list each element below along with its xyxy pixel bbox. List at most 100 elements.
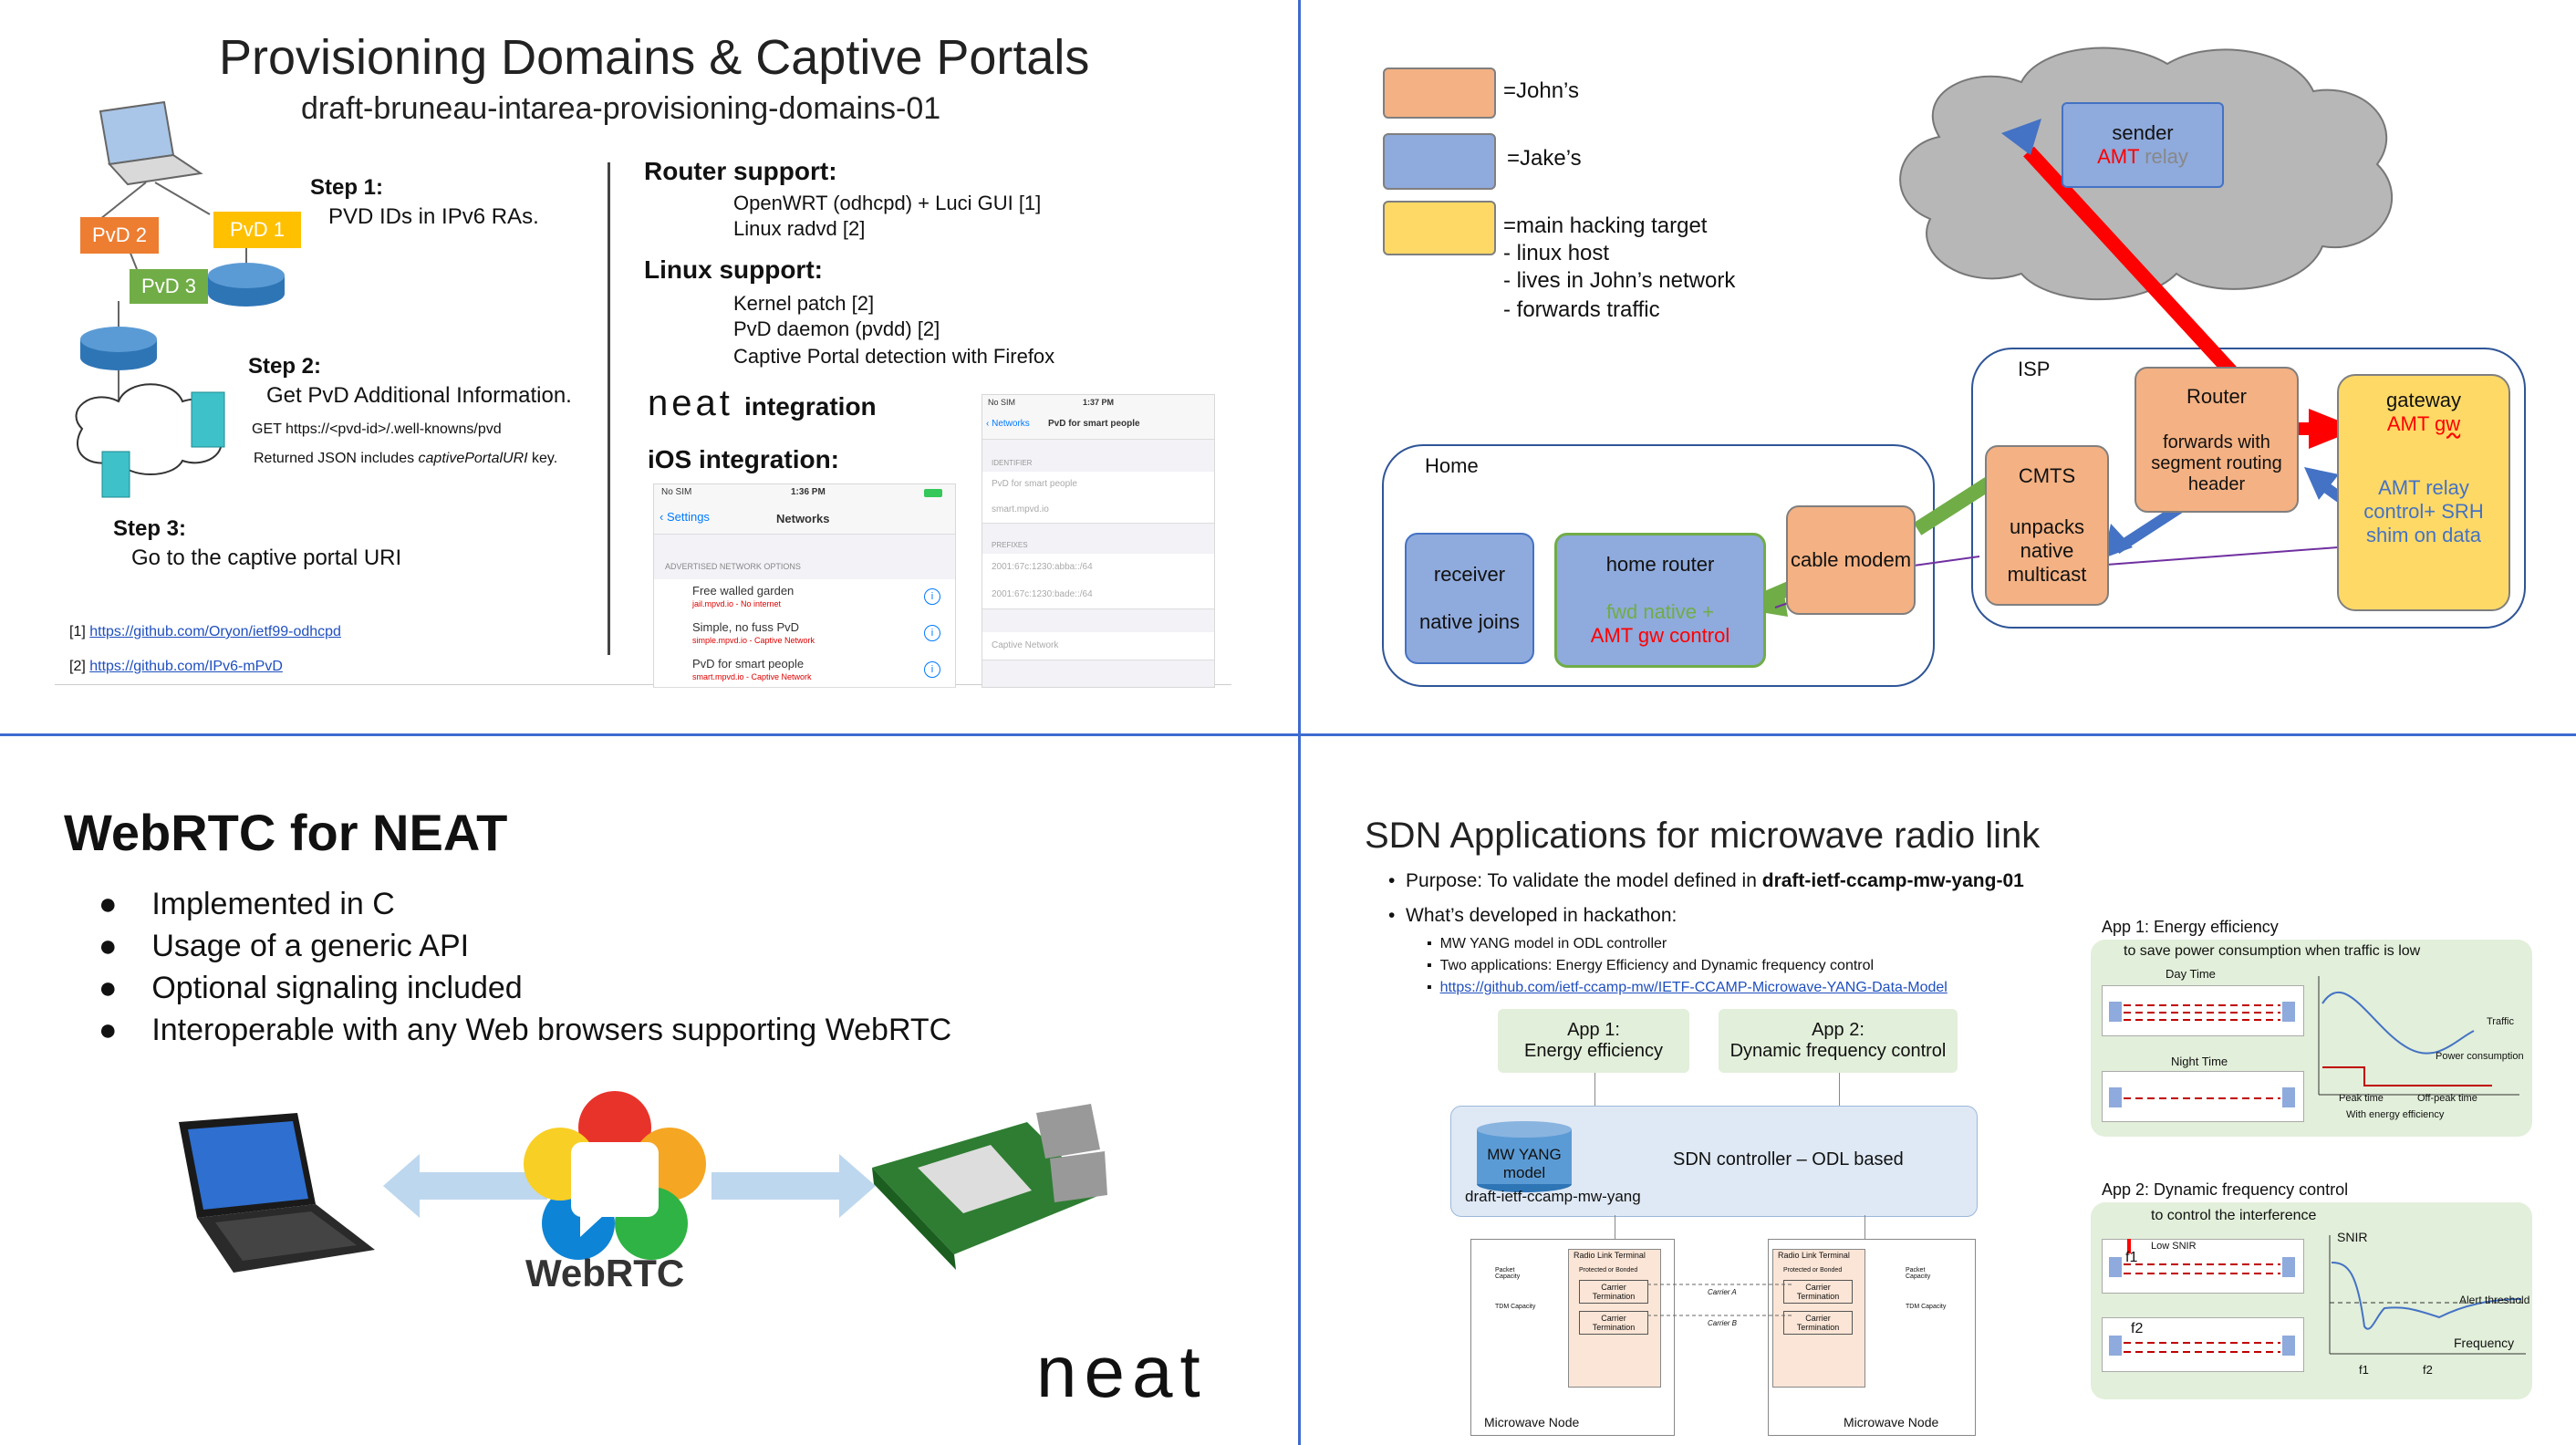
section-header: ADVERTISED NETWORK OPTIONS (665, 562, 801, 571)
reference-2-prefix: [2] (69, 659, 90, 674)
reference-1-prefix: [1] (69, 624, 90, 639)
database-icon (1477, 1121, 1572, 1192)
neat-integration-label: integration (744, 392, 877, 421)
connector (1864, 1215, 1865, 1242)
router-support-heading: Router support: (644, 157, 837, 185)
snir-plot (2329, 1235, 2526, 1355)
router-gateway-arrowhead (2309, 409, 2359, 449)
cmts-label: CMTS (2018, 464, 2076, 487)
legend-jake-label: =Jake’s (1507, 146, 1582, 171)
bullet-2: ● Usage of a generic API (99, 929, 470, 963)
network-name-1: Free walled garden (692, 584, 795, 598)
traffic-power-plot (2318, 976, 2519, 1096)
nav-bar: ‹ Networks PvD for smart people (982, 411, 1214, 440)
info-icon[interactable]: i (924, 588, 940, 605)
identifier-label: IDENTIFIER (992, 459, 1033, 467)
step2-text: Get PvD Additional Information. (266, 383, 572, 408)
receiver-box: receiver native joins (1405, 533, 1534, 664)
double-arrow-left (383, 1154, 547, 1218)
gateway-relay-desc: control+ SRH shim on data (2363, 500, 2484, 546)
back-networks-button[interactable]: ‹ Networks (986, 419, 1030, 429)
sender-box: sender AMT relay (2062, 102, 2224, 188)
legend-jake-swatch (1383, 133, 1496, 190)
tdm-capacity: TDM Capacity (1495, 1304, 1536, 1310)
receiver-desc: native joins (1418, 610, 1521, 633)
sender-router-arrow (2023, 146, 2264, 407)
step2-title: Step 2: (248, 354, 322, 379)
legend-john-label: =John’s (1503, 78, 1579, 103)
snir-axis-label: SNIR (2337, 1230, 2368, 1244)
home-router-native: fwd native + (1605, 600, 1714, 623)
laptop-icon (99, 100, 203, 186)
router-box: Router forwards with segment routing hea… (2135, 367, 2299, 513)
app2-box-label: App 2: Dynamic frequency control (1729, 1020, 1947, 1061)
webrtc-logo-icon (524, 1091, 706, 1260)
night-link-box (2102, 1071, 2304, 1122)
carrier: No SIM (988, 398, 1016, 407)
webrtc-title: WebRTC for NEAT (64, 804, 508, 861)
f2-label: f2 (2131, 1321, 2144, 1336)
carrier-termination-1: Carrier Termination (1579, 1280, 1648, 1304)
info-icon[interactable]: i (924, 625, 940, 641)
bullet-1: ● Implemented in C (99, 887, 395, 921)
target-note-2: - lives in John’s network (1503, 268, 1736, 293)
identifier-row-2: smart.mpvd.io (982, 497, 1214, 524)
prefix-row-2: 2001:67c:1230:bade::/64 (982, 581, 1214, 609)
network-row-1[interactable]: Free walled garden jail.mpvd.io - No int… (654, 579, 955, 617)
captive-network-row[interactable]: Captive Network (982, 632, 1214, 660)
home-container (1382, 444, 1935, 687)
connector (1839, 1073, 1840, 1106)
status-bar: No SIM 1:36 PM (654, 484, 955, 503)
server-icon-1 (191, 391, 225, 448)
packet-capacity: Packet Capacity (1906, 1267, 1931, 1280)
traffic-label: Traffic (2487, 1016, 2514, 1027)
quadrant-provisioning-domains: Provisioning Domains & Captive Portals d… (0, 0, 1295, 730)
sub-item-link: ▪ https://github.com/ietf-ccamp-mw/IETF-… (1427, 980, 1948, 995)
clock: 1:36 PM (791, 487, 826, 497)
raspberry-pi-icon (872, 1104, 1107, 1270)
f1-label: f1 (2125, 1250, 2138, 1265)
pvd-network-diagram (75, 100, 285, 498)
back-settings-button[interactable]: ‹ Settings (660, 510, 710, 524)
cable-modem-box: cable modem (1786, 505, 1916, 615)
pvd1-badge: PvD 1 (213, 212, 301, 248)
sender-label: sender (2112, 121, 2174, 144)
reference-1-link[interactable]: https://github.com/Oryon/ietf99-odhcpd (89, 624, 341, 639)
sdn-title: SDN Applications for microwave radio lin… (1365, 816, 2041, 856)
bullet-3: ● Optional signaling included (99, 971, 523, 1005)
low-snir-label: Low SNIR (2151, 1241, 2197, 1252)
mw-yang-label: MW YANG model (1487, 1146, 1562, 1181)
pvd2-badge: PvD 2 (80, 217, 159, 254)
network-row-2[interactable]: Simple, no fuss PvD simple.mpvd.io - Cap… (654, 616, 955, 653)
ios-heading: iOS integration: (648, 445, 839, 473)
gateway-relay-label: AMT relay (2378, 476, 2469, 499)
step2-json-key: captivePortalURI (418, 451, 528, 466)
gateway-amt-gw: AMT gw (2386, 412, 2461, 435)
reference-1: [1] https://github.com/Oryon/ietf99-odhc… (69, 624, 341, 640)
connector (1594, 1073, 1595, 1106)
legend-target-label: =main hacking target (1503, 213, 1708, 238)
step2-json-suffix: key. (527, 451, 558, 466)
column-separator (608, 162, 610, 655)
github-link[interactable]: https://github.com/ietf-ccamp-mw/IETF-CC… (1439, 980, 1948, 995)
info-icon[interactable]: i (924, 661, 940, 678)
gateway-label: gateway (2386, 389, 2461, 411)
legend-target-swatch (1383, 201, 1496, 255)
reference-2-link[interactable]: https://github.com/IPv6-mPvD (89, 659, 283, 674)
linux-support-heading: Linux support: (644, 255, 823, 284)
router-item-2: Linux radvd [2] (733, 217, 866, 240)
ios-screen-networks: No SIM 1:36 PM ‹ Settings Networks ADVER… (653, 483, 956, 688)
router-label: Router (2186, 384, 2248, 408)
server-icon-2 (101, 451, 130, 498)
controller-label: SDN controller – ODL based (1673, 1149, 1904, 1170)
packet-capacity: Packet Capacity (1495, 1267, 1521, 1280)
microwave-node-left: Radio Link Terminal Protected or Bonded … (1470, 1239, 1675, 1436)
tdm-capacity: TDM Capacity (1906, 1304, 1947, 1310)
carrier-links (1647, 1284, 1793, 1316)
f2-link-box (2102, 1317, 2304, 1372)
network-row-3[interactable]: PvD for smart people smart.mpvd.io - Cap… (654, 652, 955, 688)
router-icon-3 (80, 327, 157, 370)
linux-item-3: Captive Portal detection with Firefox (733, 345, 1055, 368)
energy-efficiency-label: With energy efficiency (2346, 1109, 2445, 1120)
step2-get: GET https://<pvd-id>/.well-knowns/pvd (252, 421, 502, 437)
